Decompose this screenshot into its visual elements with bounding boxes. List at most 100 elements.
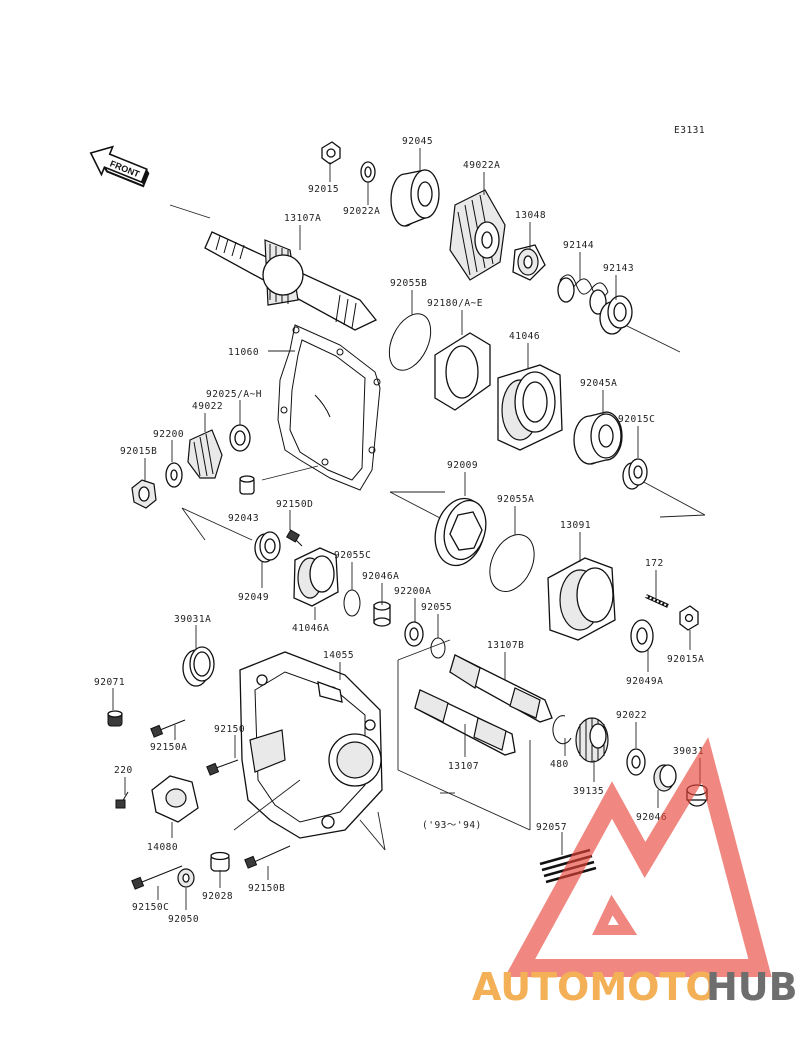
- watermark-logo: AUTOMOTO HUB: [472, 737, 798, 1009]
- leader-lines: [112, 148, 701, 910]
- bolt-92150A: [150, 719, 186, 738]
- bevel-gear-49022A: [449, 189, 506, 281]
- bearing-92045: [390, 169, 440, 227]
- label-92049A: 92049A: [626, 676, 663, 687]
- label-92050: 92050: [168, 914, 199, 925]
- watermark-text-hub: HUB: [706, 965, 798, 1009]
- plug-92071: [107, 710, 123, 727]
- label-92055A: 92055A: [497, 494, 534, 505]
- label-92150A: 92150A: [150, 742, 187, 753]
- label-172: 172: [645, 558, 664, 569]
- nut-92015A: [679, 605, 699, 631]
- label-92022A: 92022A: [343, 206, 380, 217]
- label-92144: 92144: [563, 240, 594, 251]
- label-14055: 14055: [323, 650, 354, 661]
- label-92055B: 92055B: [390, 278, 427, 289]
- label-92015A: 92015A: [667, 654, 704, 665]
- oring-92055: [430, 637, 446, 659]
- spring-92144: [557, 274, 609, 315]
- pin-92043: [239, 475, 255, 495]
- seal-92049: [254, 531, 281, 563]
- seal-92049A: [630, 619, 654, 653]
- front-arrow-icon: FRONT: [89, 145, 150, 188]
- shim-92025: [229, 424, 251, 452]
- label-92057: 92057: [536, 822, 567, 833]
- bolt-92150C: [131, 865, 183, 890]
- diagram-code: E3131: [674, 125, 705, 136]
- label-92150: 92150: [214, 724, 245, 735]
- label-92055C: 92055C: [334, 550, 371, 561]
- ring-39031A: [182, 646, 215, 687]
- label-92180: 92180/A~E: [427, 298, 483, 309]
- bevel-gear-49022: [187, 429, 223, 479]
- label-92143: 92143: [603, 263, 634, 274]
- bearing-92046A: [373, 601, 391, 627]
- bearing-92045A: [573, 411, 623, 465]
- collar-92143: [599, 295, 633, 335]
- axis-lines: [169, 204, 706, 851]
- label-13107B: 13107B: [487, 640, 524, 651]
- gear-39135: [575, 717, 609, 763]
- bushing-92028: [210, 851, 230, 872]
- group-bracket: [397, 639, 531, 831]
- nut-92015: [321, 141, 341, 165]
- label-92043: 92043: [228, 513, 259, 524]
- stud-172: [645, 594, 669, 608]
- nut-92015B: [131, 479, 157, 509]
- label-13107A: 13107A: [284, 213, 321, 224]
- shaft-13107B: [449, 654, 553, 723]
- cover-14080: [151, 775, 199, 823]
- label-49022A: 49022A: [463, 160, 500, 171]
- bolt-92150D: [285, 529, 303, 547]
- bolt-92150: [206, 759, 239, 776]
- hub-13048: [512, 244, 546, 281]
- shaft-13107: [414, 689, 516, 756]
- label-92200: 92200: [153, 429, 184, 440]
- oring-92055A: [489, 534, 535, 592]
- washer-92022: [626, 748, 646, 776]
- part-labels: 92045 49022A 92015 92022A 13107A 13048 9…: [94, 136, 704, 925]
- label-92200A: 92200A: [394, 586, 431, 597]
- label-92022: 92022: [616, 710, 647, 721]
- label-13091: 13091: [560, 520, 591, 531]
- seal-92015C: [622, 458, 648, 490]
- watermark-text-auto: AUTOMOTO: [472, 965, 718, 1009]
- label-13048: 13048: [515, 210, 546, 221]
- label-49022: 49022: [192, 401, 223, 412]
- label-39031A: 39031A: [174, 614, 211, 625]
- date-range-note: ('93～'94): [422, 820, 482, 831]
- label-92049: 92049: [238, 592, 269, 603]
- watermark-triangle-icon: [504, 737, 772, 977]
- gasket-11060: [277, 324, 381, 491]
- label-92015C: 92015C: [618, 414, 655, 425]
- label-92025: 92025/A~H: [206, 389, 262, 400]
- label-92015: 92015: [308, 184, 339, 195]
- label-39031: 39031: [673, 746, 704, 757]
- grommet-92050: [177, 868, 195, 888]
- case-14055: [239, 651, 383, 839]
- shaft-13107A: [204, 231, 378, 331]
- label-480: 480: [550, 759, 569, 770]
- label-92045: 92045: [402, 136, 433, 147]
- label-13107: 13107: [448, 761, 479, 772]
- housing-41046: [497, 364, 563, 451]
- label-92028: 92028: [202, 891, 233, 902]
- label-92150D: 92150D: [276, 499, 313, 510]
- bearing-92046: [653, 764, 677, 792]
- washer-92200A: [404, 621, 424, 647]
- circlip-480: [552, 715, 572, 745]
- label-92009: 92009: [447, 460, 478, 471]
- oring-92055C: [343, 589, 361, 617]
- label-92150B: 92150B: [248, 883, 285, 894]
- label-92055: 92055: [421, 602, 452, 613]
- label-92046A: 92046A: [362, 571, 399, 582]
- label-39135: 39135: [573, 786, 604, 797]
- label-92015B: 92015B: [120, 446, 157, 457]
- oring-92055B: [388, 313, 432, 371]
- label-92045A: 92045A: [580, 378, 617, 389]
- seal-92009: [434, 497, 487, 567]
- washer-92022A: [360, 161, 376, 183]
- bolt-92150B: [244, 845, 291, 869]
- label-92071: 92071: [94, 677, 125, 688]
